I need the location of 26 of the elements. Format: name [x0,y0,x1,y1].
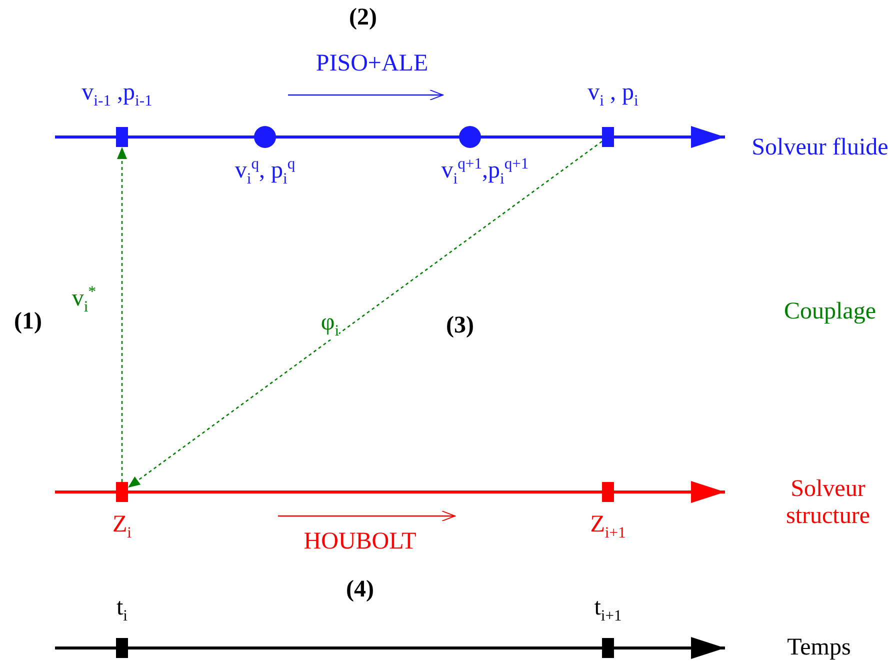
solver-label: Solveur structure [785,476,871,530]
square-marker [602,127,614,147]
arrow [117,147,127,482]
variable-label: t$_{i+1}$ [594,594,622,626]
process-label: PISO+ALE [316,50,428,78]
arrow [128,140,602,488]
step-number: (1) [14,308,42,336]
square-marker [602,482,614,502]
variable-label: Z$_{i+1}$ [590,512,626,542]
variable-label: v$_{i}$ , p$_{i}$ [588,80,638,110]
variable-label: v$_{i-1}$ ,p$_{i-1}$ [82,80,152,110]
square-marker [116,638,128,658]
circle-marker [254,126,276,148]
axis-label: Temps [787,634,851,662]
square-marker [116,127,128,147]
variable-label: Z$_{i}$ [112,512,132,542]
step-number: (2) [349,4,377,32]
solver-label: Solveur fluide [750,134,890,162]
variable-label: t$_{i}$ [116,594,128,626]
square-marker [602,638,614,658]
step-number: (3) [446,312,474,340]
step-number: (4) [346,576,374,604]
square-marker [116,482,128,502]
circle-marker [459,126,481,148]
process-label: HOUBOLT [304,528,416,556]
coupling-label: Couplage [784,298,876,326]
